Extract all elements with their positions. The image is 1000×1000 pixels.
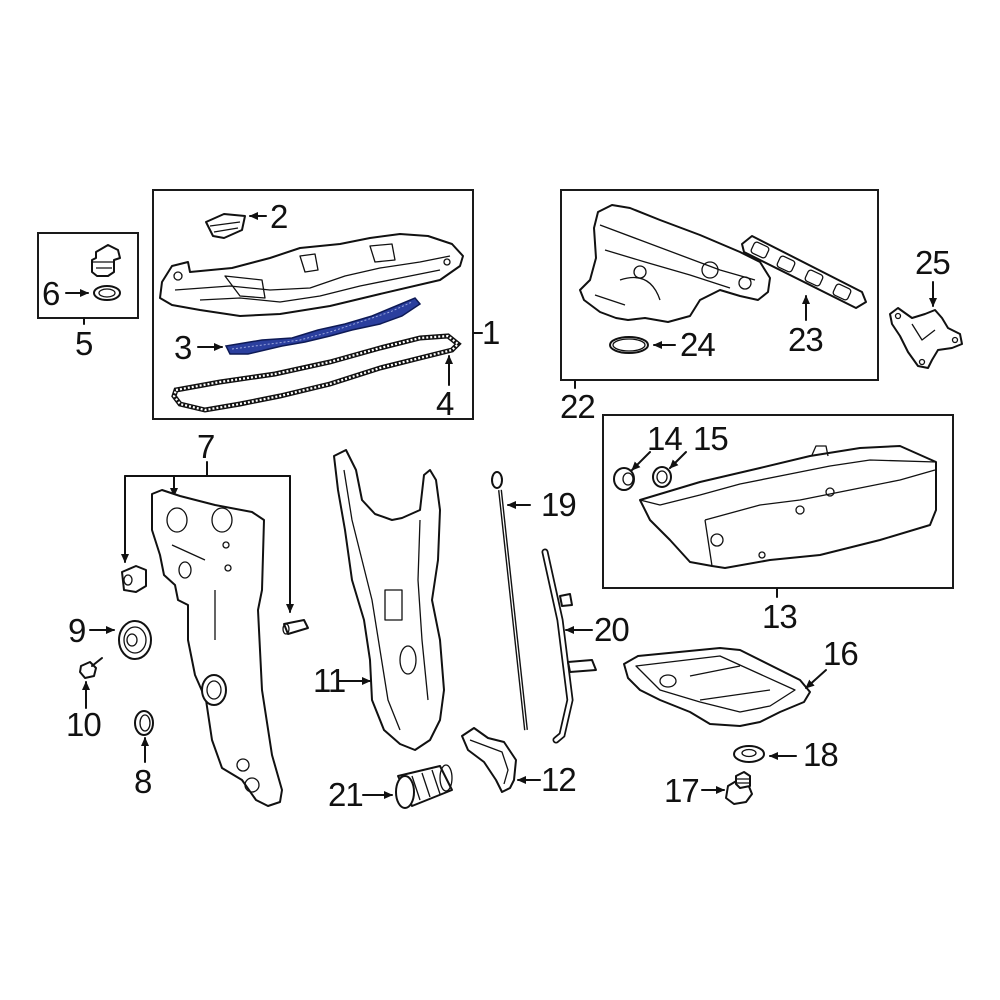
part-22-intake-manifold[interactable] [574, 204, 771, 389]
callout-23[interactable]: 23 [788, 321, 824, 358]
callout-9[interactable]: 9 [68, 612, 86, 649]
part-17-drain-plug[interactable] [701, 771, 753, 805]
callout-18[interactable]: 18 [803, 736, 839, 773]
callout-15[interactable]: 15 [693, 420, 729, 457]
part-6-o-ring[interactable] [65, 285, 121, 301]
part-7b-dowel-pin[interactable] [282, 619, 309, 635]
part-10-bolt[interactable] [79, 657, 103, 709]
callout-25[interactable]: 25 [915, 244, 951, 281]
part-25-bracket[interactable] [889, 281, 963, 369]
part-2-baffle[interactable] [205, 212, 267, 239]
part-14-plug[interactable] [613, 451, 651, 491]
part-7a-bushing[interactable] [121, 565, 147, 593]
callout-16[interactable]: 16 [823, 635, 859, 672]
part-20-dipstick-tube[interactable] [541, 548, 597, 744]
part-16-lower-oil-pan[interactable] [623, 647, 827, 727]
part-15-seal[interactable] [652, 451, 687, 488]
callout-2[interactable]: 2 [270, 198, 288, 235]
part-19-oil-dipstick[interactable] [491, 471, 531, 731]
callout-10[interactable]: 10 [66, 706, 102, 743]
part-23-intake-manifold-gasket[interactable] [741, 235, 867, 321]
callout-24[interactable]: 24 [680, 326, 716, 363]
part-3-valve-cover-gasket-highlighted[interactable] [197, 297, 422, 355]
upper-oil-pan-group-box [602, 414, 954, 589]
part-18-drain-plug-washer[interactable] [733, 745, 797, 763]
callout-22[interactable]: 22 [560, 388, 596, 425]
part-24-throttle-body-gasket[interactable] [609, 336, 676, 354]
callout-20[interactable]: 20 [594, 611, 630, 648]
callout-14[interactable]: 14 [647, 420, 683, 457]
callout-12[interactable]: 12 [541, 761, 577, 798]
oil-filler-cap-group-box [37, 232, 139, 319]
callout-6[interactable]: 6 [42, 275, 60, 312]
callout-4[interactable]: 4 [436, 385, 454, 422]
callout-8[interactable]: 8 [134, 763, 152, 800]
part-13-upper-oil-pan[interactable] [639, 445, 937, 598]
intake-manifold-group-box [560, 189, 879, 381]
callout-3[interactable]: 3 [174, 329, 192, 366]
callout-13[interactable]: 13 [762, 598, 798, 635]
callout-19[interactable]: 19 [541, 486, 577, 523]
callout-17[interactable]: 17 [664, 772, 700, 809]
callout-5[interactable]: 5 [75, 325, 93, 362]
part-4-perimeter-gasket[interactable] [171, 333, 462, 413]
callout-7[interactable]: 7 [197, 428, 215, 465]
valve-cover-group-box [152, 189, 474, 420]
part-11-timing-chain-case[interactable] [333, 449, 445, 751]
part-8-seal[interactable] [134, 710, 154, 763]
part-1-valve-cover[interactable] [159, 233, 464, 317]
part-9-crank-pulley[interactable] [89, 620, 152, 660]
callout-21[interactable]: 21 [328, 776, 364, 813]
part-5-oil-filler-cap[interactable] [83, 244, 121, 325]
part-21-oil-filter[interactable] [362, 764, 453, 809]
callout-11[interactable]: 11 [313, 662, 346, 699]
part-7-timing-cover[interactable] [151, 489, 283, 807]
leader-7 [121, 461, 294, 613]
part-12-oil-pump-gasket[interactable] [461, 727, 541, 793]
callout-1[interactable]: 1 [482, 314, 500, 351]
